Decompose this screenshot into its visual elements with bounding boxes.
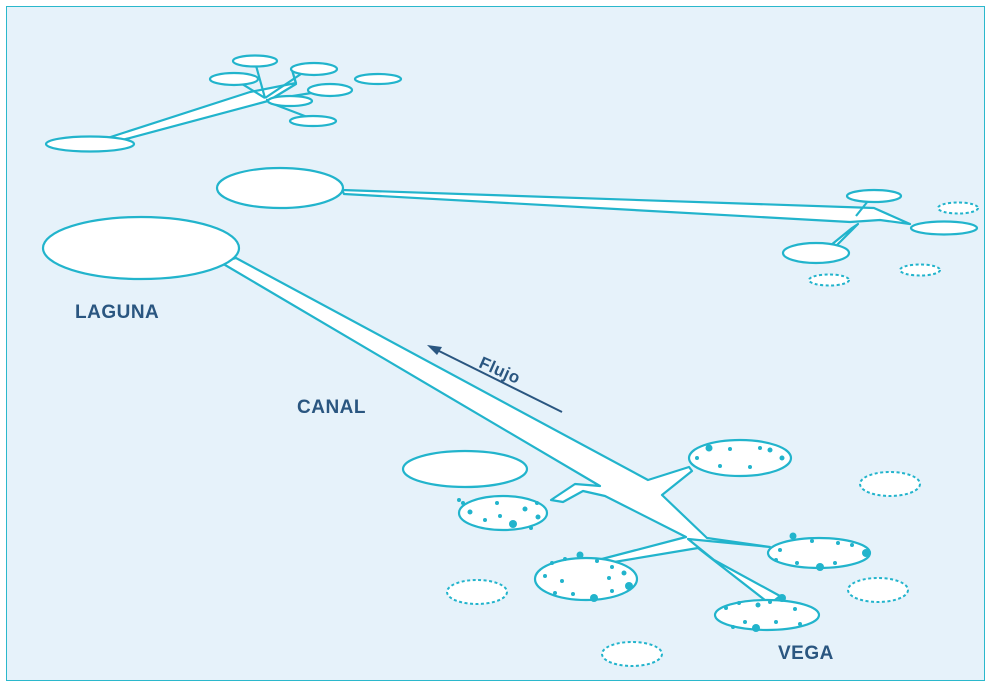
- pond-top-1: [231, 54, 279, 68]
- vegetation-dots: [457, 444, 870, 632]
- pond-top-5: [306, 82, 354, 98]
- flow-arrow: [427, 345, 563, 413]
- pond-middle-2: [909, 220, 979, 236]
- dry-pond-2: [847, 577, 909, 603]
- pond-top-7: [288, 114, 338, 128]
- dry-ponds-main: [446, 471, 921, 667]
- pond-middle-1: [845, 188, 903, 204]
- network-main: [41, 215, 872, 632]
- network-top: [44, 54, 403, 153]
- pond-top-2: [208, 71, 260, 87]
- branch-top-2: [253, 61, 267, 99]
- dry-pond-4: [601, 641, 663, 667]
- pond-vega-4: [533, 556, 639, 602]
- label-laguna: LAGUNA: [75, 302, 160, 323]
- pond-top-lagoon: [44, 135, 136, 153]
- pond-top-4: [353, 72, 403, 86]
- pond-main-open: [401, 449, 529, 489]
- dry-pond-3: [446, 579, 508, 605]
- dry-pond-1: [859, 471, 921, 497]
- label-canal: CANAL: [297, 397, 366, 418]
- pond-middle-3: [781, 241, 851, 265]
- pond-laguna: [41, 215, 241, 281]
- canal-main: [218, 256, 782, 606]
- pond-vega-2: [457, 494, 549, 532]
- network-middle: [215, 166, 979, 265]
- pond-middle-lagoon: [215, 166, 345, 210]
- pond-vega-1: [687, 438, 793, 478]
- dry-pond-m3: [808, 273, 850, 287]
- canal-top: [90, 68, 298, 149]
- dry-pond-m1: [937, 201, 979, 215]
- label-vega: VEGA: [778, 643, 834, 664]
- dry-ponds-middle: [808, 201, 979, 287]
- pond-top-3: [289, 61, 339, 77]
- canal-middle: [340, 188, 912, 226]
- pond-top-6: [266, 94, 314, 108]
- dry-pond-m2: [899, 263, 941, 277]
- pond-vega-5: [713, 598, 821, 632]
